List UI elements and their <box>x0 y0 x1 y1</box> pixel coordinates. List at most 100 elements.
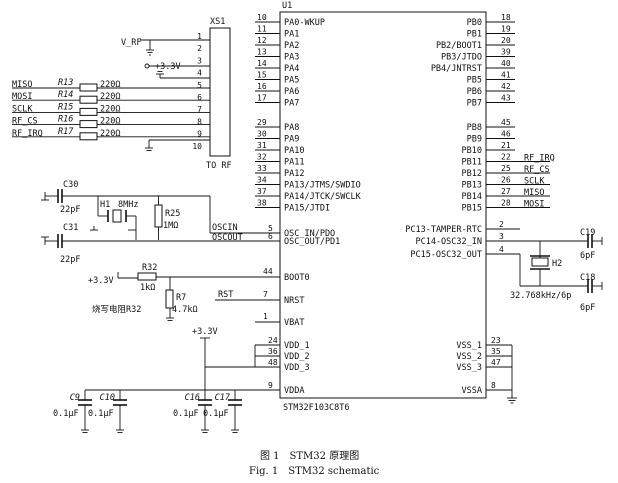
pin-name: NRST <box>284 296 304 306</box>
pin-num: 14 <box>257 59 267 68</box>
r25-val: 1MΩ <box>163 221 178 231</box>
pin-name: PA11 <box>284 158 304 168</box>
net-label: RF_CS <box>524 165 550 175</box>
pin-num: 5 <box>268 224 273 233</box>
chip-ref: U1 <box>282 1 292 11</box>
connector-xs1 <box>209 27 231 157</box>
c18-label: C18 <box>580 273 595 283</box>
pin-num: 41 <box>501 71 511 80</box>
pin-num: 45 <box>501 118 511 127</box>
vrf-label: V_RF <box>121 38 141 48</box>
pin-name: VDD_1 <box>284 341 310 351</box>
pin-name: PB10 <box>462 146 482 156</box>
pin-num: 9 <box>268 381 273 390</box>
pin-num: 30 <box>257 130 267 139</box>
c30-label: C30 <box>63 180 78 190</box>
cap-val: 0.1μF <box>203 409 229 419</box>
pin-num: 46 <box>501 130 511 139</box>
pin-name: VDD_3 <box>284 363 310 373</box>
pin-num: 25 <box>501 164 511 173</box>
pin-name: PB12 <box>462 169 482 179</box>
c30-val: 22pF <box>60 205 80 215</box>
oscin-net: OSCIN <box>212 223 238 233</box>
conn-pin-num: 7 <box>197 105 202 114</box>
pin-name: PB3/JTDO <box>441 53 482 63</box>
pin-num: 17 <box>257 94 267 103</box>
c31-label: C31 <box>63 223 78 233</box>
pin-num: 1 <box>263 312 268 321</box>
cap-ref: C16 <box>185 393 200 403</box>
conn-pin-num: 6 <box>197 93 202 102</box>
pin-name: PB5 <box>467 76 482 86</box>
c31-val: 22pF <box>60 255 80 265</box>
rf-res-val: 220Ω <box>100 92 120 102</box>
pin-num: 11 <box>257 25 267 34</box>
pin-num: 37 <box>257 187 267 196</box>
net-label: MISO <box>524 188 544 198</box>
pin-name: VDD_2 <box>284 352 310 362</box>
rf-res-ref: R13 <box>58 78 73 88</box>
pin-name: PB14 <box>462 192 482 202</box>
pin-num: 24 <box>268 336 278 345</box>
stm32-chip-body <box>279 11 487 399</box>
pin-num: 28 <box>501 199 511 208</box>
pin-num: 29 <box>257 118 267 127</box>
pin-name: BOOT0 <box>284 273 310 283</box>
pin-num: 18 <box>501 13 511 22</box>
rf-res-ref: R14 <box>58 90 73 100</box>
pin-num: 33 <box>257 164 267 173</box>
r32-val: 1kΩ <box>140 283 155 293</box>
pin-name: PA10 <box>284 146 304 156</box>
c18-val: 6pF <box>580 303 595 313</box>
pin-name: PA8 <box>284 123 299 133</box>
pin-name: OSC_IN/PDO <box>284 229 335 239</box>
rf-res-ref: R16 <box>58 115 73 125</box>
pin-num: 35 <box>491 347 501 356</box>
rf-res-ref: R17 <box>58 127 74 137</box>
net-label: RF_IRQ <box>524 154 555 164</box>
boot-note: 烧写电阻R32 <box>92 304 141 315</box>
cap-ref: C17 <box>215 393 231 403</box>
pin-num: 16 <box>257 82 267 91</box>
pin-name: PA1 <box>284 30 299 40</box>
cap-val: 0.1μF <box>88 409 114 419</box>
rf-res-val: 220Ω <box>100 129 120 139</box>
pin-name: PB0 <box>467 18 482 28</box>
conn-pin-num: 4 <box>197 69 202 78</box>
pin-name: PA4 <box>284 64 299 74</box>
pin-num: 31 <box>257 141 267 150</box>
cap-ref: C9 <box>70 393 80 403</box>
pin-num: 32 <box>257 153 267 162</box>
pin-name: PA12 <box>284 169 304 179</box>
rf-net-name: RF_CS <box>12 117 38 127</box>
pin-name: PB8 <box>467 123 482 133</box>
pin-num: 21 <box>501 141 511 150</box>
pin-name: PB7 <box>467 99 482 109</box>
r7-label: R7 <box>176 293 186 303</box>
chip-part: STM32F103C8T6 <box>283 403 350 413</box>
pin-name: VSS_3 <box>456 363 482 373</box>
pin-num: 42 <box>501 82 511 91</box>
net-label: MOSI <box>524 200 544 210</box>
pin-name: PC13-TAMPER-RTC <box>405 225 482 235</box>
rst-net: RST <box>218 290 233 300</box>
pin-name: PC15-OSC32_OUT <box>410 250 482 260</box>
net-label: SCLK <box>524 177 545 187</box>
pin-num: 39 <box>501 48 511 57</box>
conn-pin-num: 1 <box>197 32 202 41</box>
pin-num: 23 <box>491 336 501 345</box>
c19-val: 6pF <box>580 251 595 261</box>
pin-name: PA13/JTMS/SWDIO <box>284 181 361 191</box>
pin-name: PB6 <box>467 87 482 97</box>
cap-val: 0.1μF <box>53 409 79 419</box>
pin-name: VDDA <box>284 386 304 396</box>
pin-num: 15 <box>257 71 267 80</box>
pin-num: 13 <box>257 48 267 57</box>
power-vcc: +3.3V <box>192 327 218 337</box>
vcc-conn-label: +3.3V <box>155 62 181 72</box>
pin-name: VBAT <box>284 318 304 328</box>
conn-pin-num: 10 <box>192 142 202 151</box>
pin-num: 8 <box>491 381 496 390</box>
